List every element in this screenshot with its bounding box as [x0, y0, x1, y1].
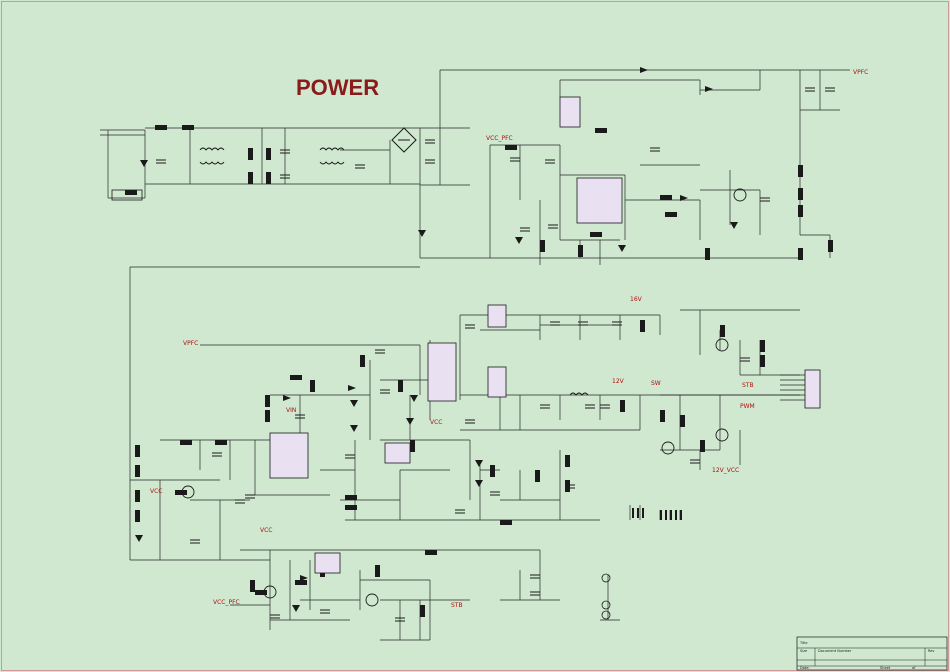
bridge-rectifier — [391, 127, 417, 153]
net-label-vcc-mid: VCC — [430, 419, 442, 426]
net-label-vcc-pfc-top: VCC_PFC — [486, 135, 513, 142]
net-label-vcc-pfc-bottom: VCC_PFC — [213, 599, 240, 606]
pwm-controller-ic — [269, 432, 309, 479]
mounting-hole-group — [601, 573, 611, 620]
wire-network — [100, 69, 850, 641]
net-label-vcc-left: VCC — [150, 488, 162, 495]
title-block-size-label: Size — [800, 649, 807, 653]
title-block-date-label: Date: — [800, 666, 810, 670]
inductor-group — [199, 147, 589, 396]
pfc-controller-ic — [576, 177, 623, 224]
net-label-vpfc-mid: VPFC — [183, 340, 198, 347]
ground-pin-group — [632, 508, 682, 520]
capacitor-group — [156, 87, 835, 622]
title-block: Title Size Document Number Rev Date: She… — [796, 636, 948, 671]
net-label-vcc-low: VCC — [260, 527, 272, 534]
net-label-12v-vcc: 12V_VCC — [712, 467, 739, 474]
net-label-16v: 16V — [630, 296, 643, 303]
rectifier-16v — [487, 304, 507, 328]
title-block-rev-label: Rev — [928, 649, 935, 653]
net-label-sw: SW — [651, 380, 661, 387]
net-label-vpfc-top: VPFC — [853, 69, 868, 76]
title-block-sheet-label: Sheet — [880, 666, 891, 670]
main-transformer — [427, 342, 457, 402]
title-block-of-label: of — [912, 666, 916, 670]
net-label-stb-bottom: STB — [451, 602, 463, 609]
mains-fuse — [111, 189, 143, 201]
net-label-12v: 12V — [612, 378, 625, 385]
title-block-title-label: Title — [799, 641, 808, 645]
sheet-title: POWER — [296, 75, 379, 100]
resistor-group — [125, 125, 833, 617]
net-label-vin: VIN — [286, 407, 296, 414]
transistor-group — [181, 188, 747, 607]
pfc-inductor — [559, 96, 581, 128]
rectifier-12v — [487, 366, 507, 398]
net-label-stb-mid: STB — [742, 382, 754, 389]
title-block-doc-number-label: Document Number — [818, 649, 852, 653]
net-label-group: VPFC VCC_PFC VPFC 16V 12V SW STB PWM 12V… — [150, 69, 868, 609]
optocoupler-upper — [384, 442, 411, 464]
diode-group — [135, 67, 738, 612]
net-label-pwm: PWM — [740, 403, 755, 410]
output-connector — [804, 369, 821, 409]
optocoupler-lower — [314, 552, 341, 574]
